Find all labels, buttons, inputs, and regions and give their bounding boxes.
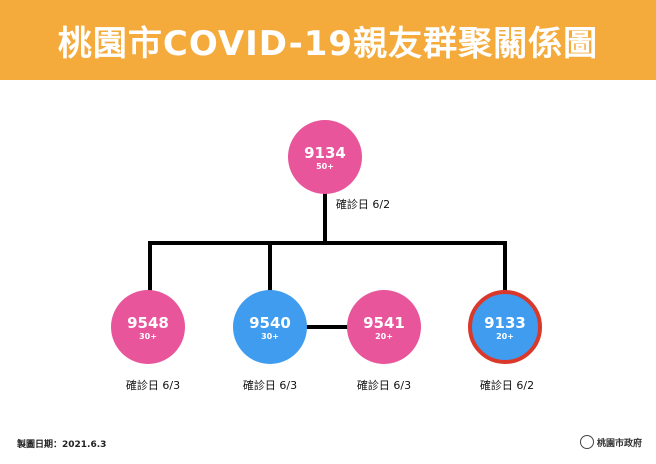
case-age: 20+ (496, 331, 514, 341)
case-id: 9540 (249, 313, 291, 332)
org-name: 桃園市政府 (596, 438, 642, 449)
case-age: 30+ (261, 331, 279, 341)
case-age: 30+ (139, 331, 157, 341)
case-id: 9134 (304, 143, 346, 162)
case-id: 9548 (127, 313, 169, 332)
confirm-date: 確診日 6/3 (125, 379, 181, 392)
confirm-date: 確診日 6/2 (479, 379, 535, 392)
case-id: 9541 (363, 313, 405, 332)
confirm-date: 確診日 6/2 (335, 198, 391, 211)
case-age: 50+ (316, 161, 334, 171)
title-banner: 桃園市COVID-19親友群聚關係圖 (0, 0, 656, 80)
made-date: 製圖日期：2021.6.3 (17, 440, 107, 450)
government-logo: 桃園市政府 (579, 435, 642, 449)
case-id: 9133 (484, 313, 526, 332)
confirm-date: 確診日 6/3 (242, 379, 298, 392)
page-title: 桃園市COVID-19親友群聚關係圖 (57, 23, 599, 64)
confirm-date: 確診日 6/3 (356, 379, 412, 392)
case-age: 20+ (375, 331, 393, 341)
seal-icon (579, 435, 594, 449)
